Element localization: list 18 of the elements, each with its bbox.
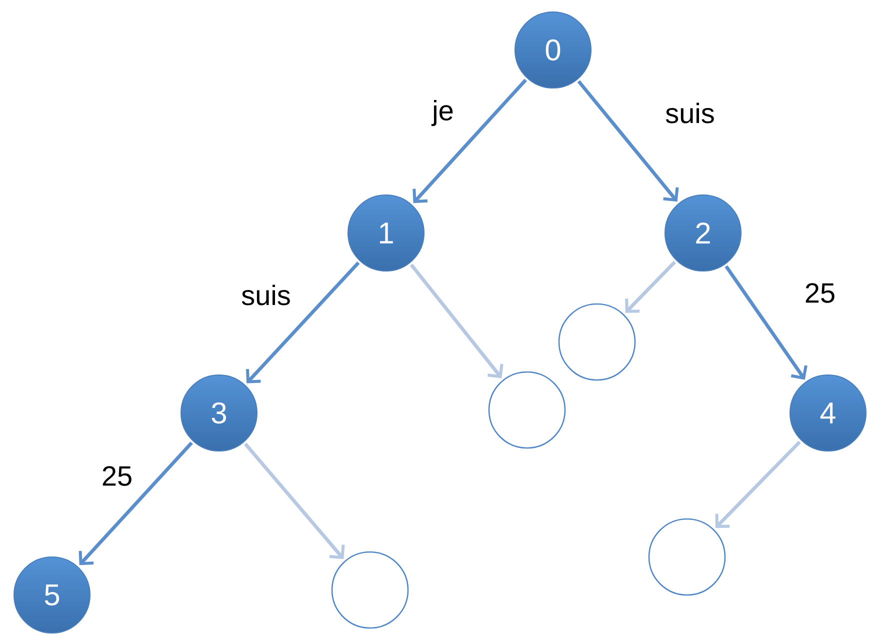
edge-label: suis [240, 284, 292, 306]
arrow [724, 265, 808, 380]
node-circle [331, 551, 409, 629]
edge-label: 25 [100, 465, 134, 487]
arrow [244, 442, 345, 560]
edge-label: 25 [803, 282, 837, 304]
edge-label: suis [664, 102, 716, 124]
node-circle [558, 303, 636, 381]
edge-label: je [431, 98, 455, 128]
arrow [577, 80, 679, 202]
node-circle [488, 371, 566, 449]
arrow [412, 78, 527, 204]
arrow [246, 262, 360, 384]
arrow [410, 264, 504, 378]
arrow [715, 440, 801, 528]
arrow [625, 260, 676, 313]
arrow [78, 442, 193, 566]
node-circle [648, 518, 726, 596]
